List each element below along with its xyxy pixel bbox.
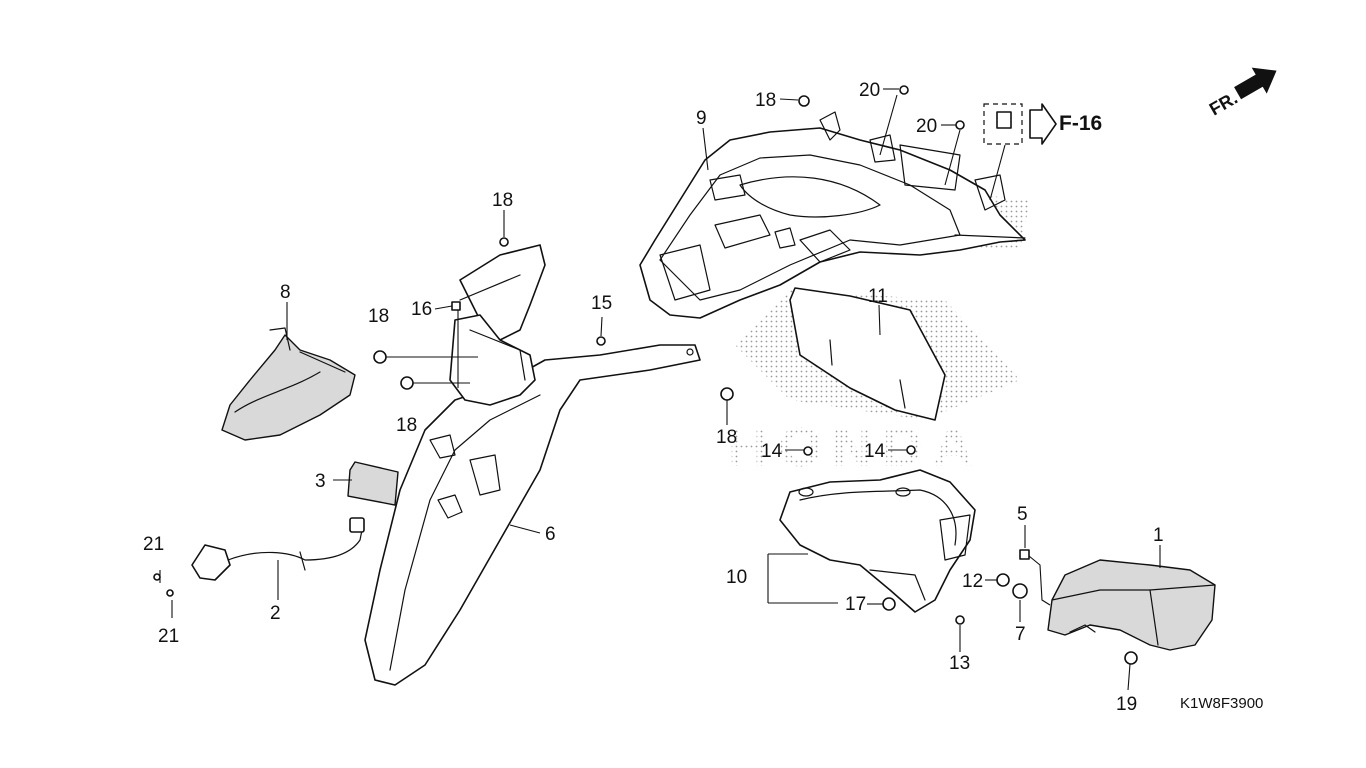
ref-label: F-16 <box>1059 112 1102 135</box>
bolt-20-right[interactable] <box>955 120 965 130</box>
callout-18-lower[interactable]: 18 <box>396 415 417 436</box>
callout-18-right[interactable]: 18 <box>716 427 737 448</box>
callout-14-right[interactable]: 14 <box>864 441 886 462</box>
part-9-inner-fender[interactable] <box>639 111 1026 319</box>
clip-5[interactable] <box>1019 549 1030 560</box>
fasteners <box>153 85 1138 665</box>
part-8-cowl[interactable] <box>221 327 356 441</box>
callout-2[interactable]: 2 <box>270 603 281 624</box>
callout-18-upper[interactable]: 18 <box>492 190 513 211</box>
callout-7[interactable]: 7 <box>1015 624 1026 645</box>
clip-16[interactable] <box>451 301 461 311</box>
nut-15[interactable] <box>596 336 606 346</box>
callout-10[interactable]: 10 <box>726 567 747 588</box>
part-11-plate[interactable] <box>789 287 946 421</box>
callouts: 1 2 3 5 6 7 8 9 10 11 12 13 14 14 15 16 … <box>143 80 1164 715</box>
callout-5[interactable]: 5 <box>1017 504 1028 525</box>
nut-18-lower[interactable] <box>400 376 414 390</box>
bolt-f16[interactable] <box>996 111 1012 129</box>
nut-18-left[interactable] <box>373 350 387 364</box>
diagram-code: K1W8F3900 <box>1180 695 1263 712</box>
callout-19[interactable]: 19 <box>1116 694 1137 715</box>
callout-18-left[interactable]: 18 <box>368 306 389 327</box>
callout-20-right[interactable]: 20 <box>916 116 937 137</box>
callout-15[interactable]: 15 <box>591 293 612 314</box>
screw-14-left[interactable] <box>803 446 813 456</box>
bolt-19[interactable] <box>1124 651 1138 665</box>
callout-8[interactable]: 8 <box>280 282 291 303</box>
screw-21-lower[interactable] <box>166 589 174 597</box>
f16-reference[interactable]: F-16 <box>983 103 1102 145</box>
screw-21-upper[interactable] <box>153 573 161 581</box>
washer-17[interactable] <box>882 597 896 611</box>
callout-20-top[interactable]: 20 <box>859 80 880 101</box>
callout-21-lower[interactable]: 21 <box>158 626 179 647</box>
part-3-reflector[interactable] <box>347 461 399 506</box>
washer-12[interactable] <box>996 573 1010 587</box>
callout-3[interactable]: 3 <box>315 471 326 492</box>
front-direction: FR. <box>1206 67 1277 120</box>
callout-11[interactable]: 11 <box>868 286 888 307</box>
leader-lines <box>159 88 1161 691</box>
callout-16[interactable]: 16 <box>411 299 432 320</box>
callout-12[interactable]: 12 <box>962 571 983 592</box>
front-arrow-icon <box>1234 67 1277 100</box>
front-label: FR. <box>1206 88 1241 120</box>
watermark-text: HONDA <box>728 415 983 478</box>
callout-1[interactable]: 1 <box>1153 525 1164 546</box>
bolt-18-upper[interactable] <box>499 237 509 247</box>
part-10-splash-guard[interactable] <box>779 469 976 613</box>
screw-13[interactable] <box>955 615 965 625</box>
washer-18-top[interactable] <box>798 95 810 107</box>
bolt-20-top[interactable] <box>899 85 909 95</box>
part-6-rear-fender[interactable] <box>364 244 701 686</box>
callout-6[interactable]: 6 <box>545 524 556 545</box>
callout-9[interactable]: 9 <box>696 108 707 129</box>
grommet-7[interactable] <box>1012 583 1028 599</box>
callout-21-upper[interactable]: 21 <box>143 534 164 555</box>
nut-18-right[interactable] <box>720 387 734 401</box>
callout-18-top[interactable]: 18 <box>755 90 776 111</box>
screw-14-right[interactable] <box>906 445 916 455</box>
callout-17[interactable]: 17 <box>845 594 866 615</box>
callout-13[interactable]: 13 <box>949 653 970 674</box>
part-2-license-light[interactable] <box>191 517 365 581</box>
callout-14-left[interactable]: 14 <box>761 441 783 462</box>
part-1-cover[interactable] <box>1047 559 1216 651</box>
